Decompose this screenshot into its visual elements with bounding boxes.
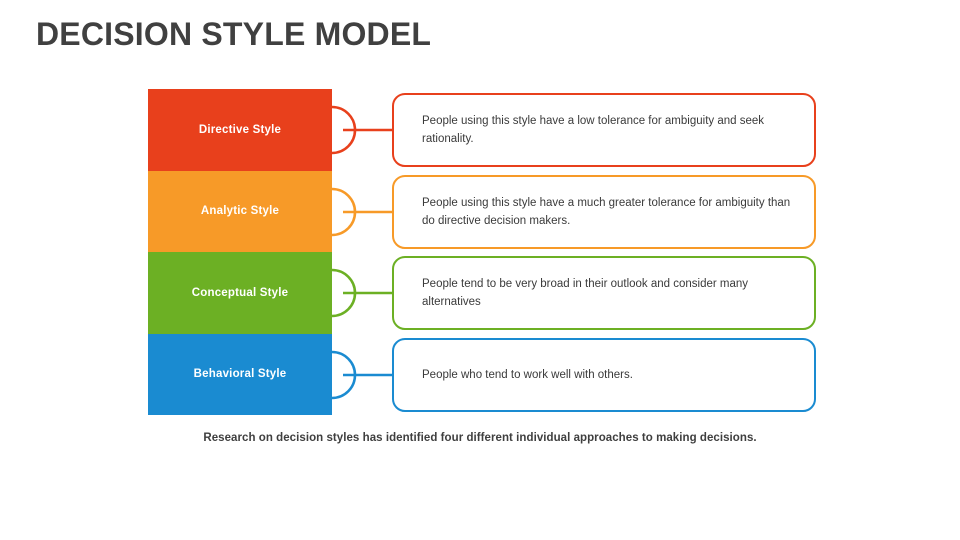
arc-path [330, 350, 357, 399]
bracket-arc-icon [330, 268, 394, 318]
footer-caption: Research on decision styles has identifi… [203, 432, 757, 444]
callout-text: People using this style have a low toler… [422, 115, 765, 145]
bracket-arc-icon [330, 187, 394, 236]
callout-analytic[interactable]: People using this style have a much grea… [392, 174, 816, 249]
arc-path [330, 187, 357, 236]
style-band-directive[interactable]: Directive Style [148, 89, 332, 171]
style-band-label: Directive Style [198, 123, 282, 136]
callout-conceptual[interactable]: People tend to be very broad in their ou… [392, 256, 816, 330]
callout-directive[interactable]: People using this style have a low toler… [392, 93, 816, 167]
style-band-label: Behavioral Style [193, 368, 287, 381]
style-band-label: Analytic Style [200, 205, 280, 218]
connector-directive [330, 104, 394, 156]
callout-behavioral[interactable]: People who tend to work well with others… [392, 337, 816, 412]
bracket-arc-icon [330, 350, 394, 399]
arc-path [330, 105, 357, 155]
bracket-arc-icon [330, 105, 394, 155]
connector-conceptual [330, 267, 394, 319]
style-band-label: Conceptual Style [191, 286, 289, 299]
connector-behavioral [330, 349, 394, 401]
arc-path [330, 268, 357, 318]
style-stack: Directive Style Analytic Style Conceptua… [148, 89, 332, 415]
callout-text: People tend to be very broad in their ou… [422, 278, 749, 308]
connector-analytic [330, 186, 394, 238]
callout-text: People who tend to work well with others… [422, 368, 633, 381]
callout-text: People using this style have a much grea… [422, 196, 791, 227]
page-title: DECISION STYLE MODEL [36, 16, 432, 52]
style-band-analytic[interactable]: Analytic Style [148, 170, 332, 252]
style-band-behavioral[interactable]: Behavioral Style [148, 333, 332, 415]
style-band-conceptual[interactable]: Conceptual Style [148, 252, 332, 334]
